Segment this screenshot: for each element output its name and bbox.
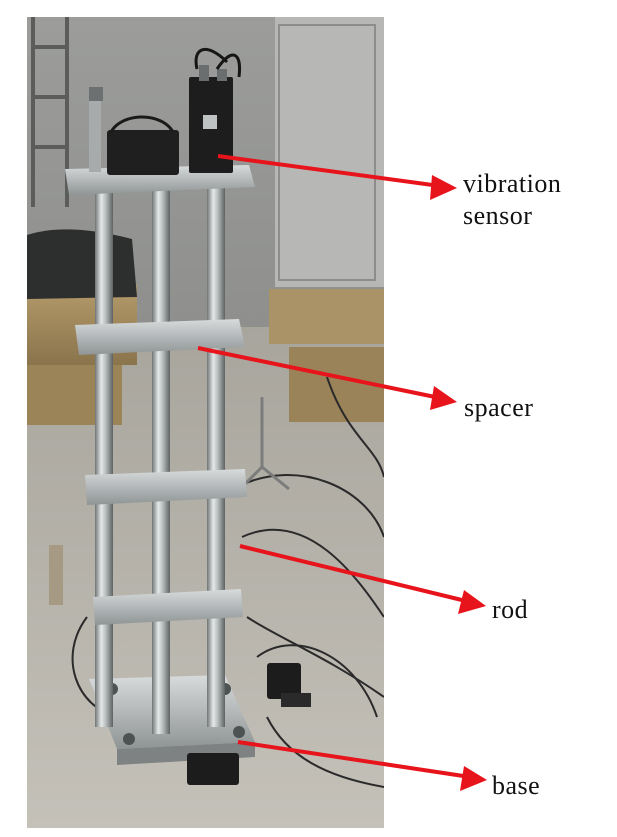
wooden-block-right: [269, 289, 384, 344]
base-plate-edge: [117, 742, 255, 765]
label-vibration-line1: vibration: [463, 169, 562, 198]
floor-sensor: [267, 663, 301, 699]
vibration-sensor: [189, 47, 242, 173]
dark-bag: [27, 229, 137, 299]
label-vibration-line2: sensor: [463, 201, 533, 230]
base-bolt: [123, 733, 135, 745]
spacer-plates: [75, 319, 247, 625]
spacer-plate: [93, 589, 243, 625]
label-base: base: [492, 771, 541, 800]
apparatus-photo: [27, 17, 384, 828]
rod: [152, 179, 170, 734]
top-sensor-box: [107, 130, 179, 175]
spacer-plate: [75, 319, 245, 355]
apparatus-photo-svg: [27, 17, 384, 828]
label-rod: rod: [492, 595, 529, 624]
label-vibration-sensor: vibration sensor: [463, 168, 561, 232]
rod: [95, 172, 113, 727]
top-bolt-nut: [89, 87, 103, 101]
label-spacer: spacer: [464, 393, 534, 422]
sensor-handle: [109, 115, 175, 133]
floor-sensor: [187, 753, 239, 785]
spacer-plate: [85, 469, 247, 505]
floor-post: [49, 545, 63, 605]
top-bolt: [89, 92, 101, 172]
wall-panel-frame: [278, 24, 376, 281]
wall-panel: [275, 17, 384, 287]
rod: [207, 172, 225, 727]
base-bolt: [233, 726, 245, 738]
floor-sensor-mount: [281, 693, 311, 707]
wooden-block-right-lower: [289, 347, 384, 422]
